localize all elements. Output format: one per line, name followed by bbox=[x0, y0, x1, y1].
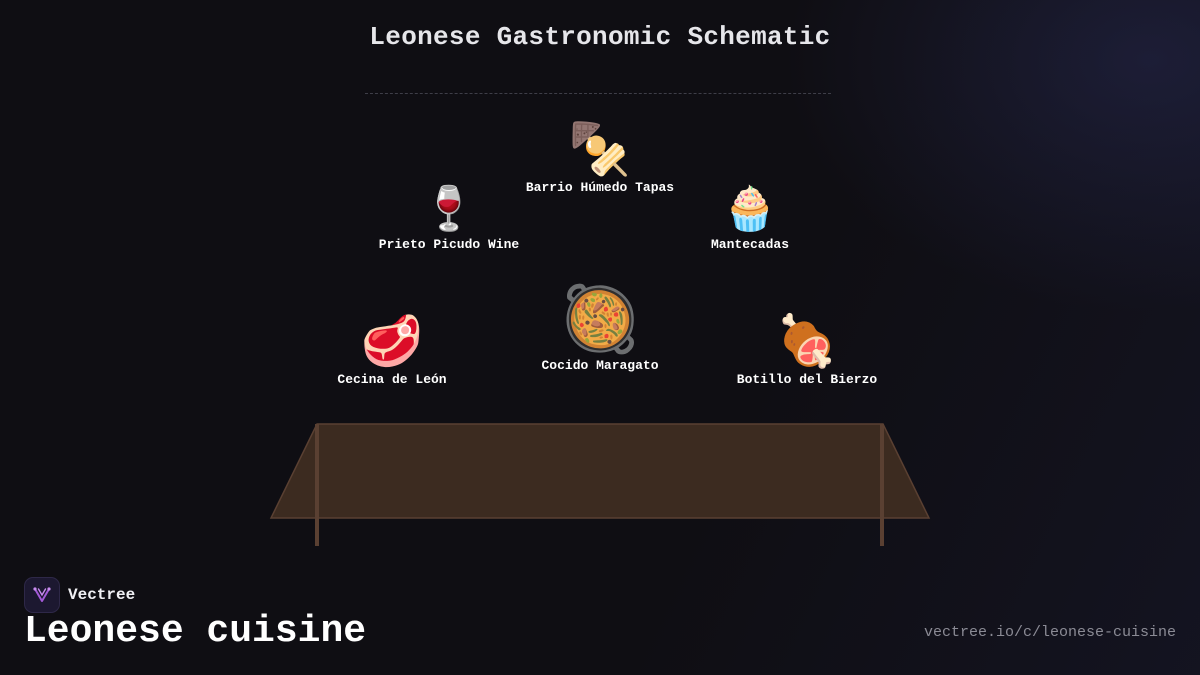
brand-name: Vectree bbox=[68, 586, 136, 604]
skewer-icon: 🍢 bbox=[568, 120, 632, 178]
meat-cut-icon: 🥩 bbox=[360, 312, 424, 370]
dish-label: Botillo del Bierzo bbox=[736, 372, 878, 387]
dish-prieto-picudo-wine: 🍷 Prieto Picudo Wine bbox=[339, 184, 559, 253]
dish-label: Mantecadas bbox=[710, 237, 789, 252]
dish-cocido-maragato: 🥘 Cocido Maragato bbox=[490, 288, 710, 373]
page-url[interactable]: vectree.io/c/leonese-cuisine bbox=[923, 624, 1176, 641]
page-heading: Leonese cuisine bbox=[24, 610, 367, 653]
dish-barrio-humedo-tapas: 🍢 Barrio Húmedo Tapas bbox=[490, 124, 710, 195]
paella-pan-icon: 🥘 bbox=[560, 283, 640, 357]
dish-botillo-del-bierzo: 🍖 Botillo del Bierzo bbox=[697, 316, 917, 387]
dish-label: Cecina de León bbox=[337, 372, 447, 387]
dish-label: Barrio Húmedo Tapas bbox=[525, 180, 675, 195]
dish-label: Cocido Maragato bbox=[541, 358, 659, 373]
table-top bbox=[269, 423, 931, 519]
diagram-title: Leonese Gastronomic Schematic bbox=[369, 22, 831, 52]
vectree-logo-icon bbox=[24, 577, 60, 613]
wine-glass-icon: 🍷 bbox=[422, 184, 476, 234]
title-divider bbox=[365, 93, 831, 94]
dish-mantecadas: 🧁 Mantecadas bbox=[640, 184, 860, 253]
meat-on-bone-icon: 🍖 bbox=[775, 312, 839, 370]
cupcake-icon: 🧁 bbox=[723, 184, 777, 234]
brand: Vectree bbox=[24, 577, 135, 613]
dish-cecina-de-leon: 🥩 Cecina de León bbox=[282, 316, 502, 387]
dish-label: Prieto Picudo Wine bbox=[378, 237, 520, 252]
